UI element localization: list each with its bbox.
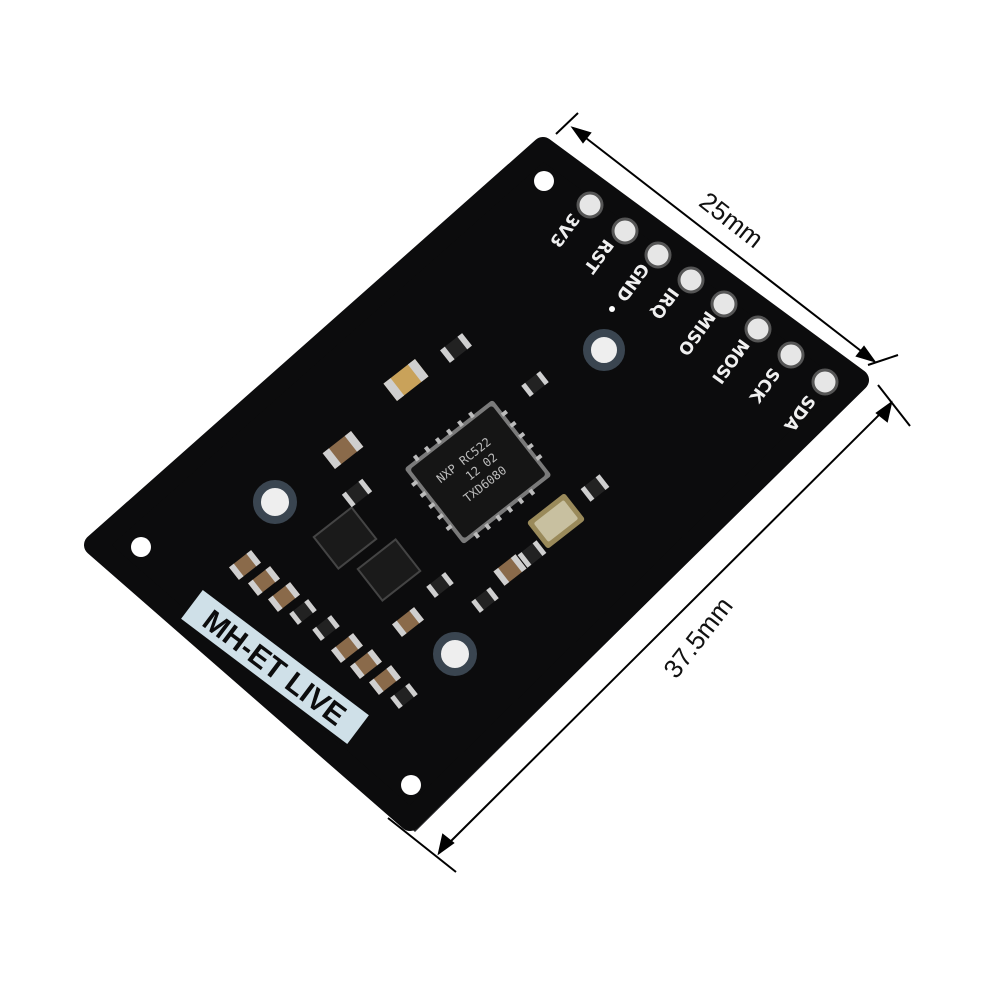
rc522-chip: NXP RC522 12 02 TXD6080	[405, 400, 551, 544]
dimension-width	[555, 112, 899, 366]
width-label: 25mm	[694, 186, 769, 254]
inductors	[312, 506, 422, 602]
mounting-holes	[131, 171, 625, 795]
dimension-length	[387, 384, 911, 873]
crystal-oscillator	[527, 494, 585, 548]
header-pads	[576, 191, 839, 396]
length-label: 37.5mm	[657, 591, 738, 683]
smd-components	[229, 333, 610, 709]
